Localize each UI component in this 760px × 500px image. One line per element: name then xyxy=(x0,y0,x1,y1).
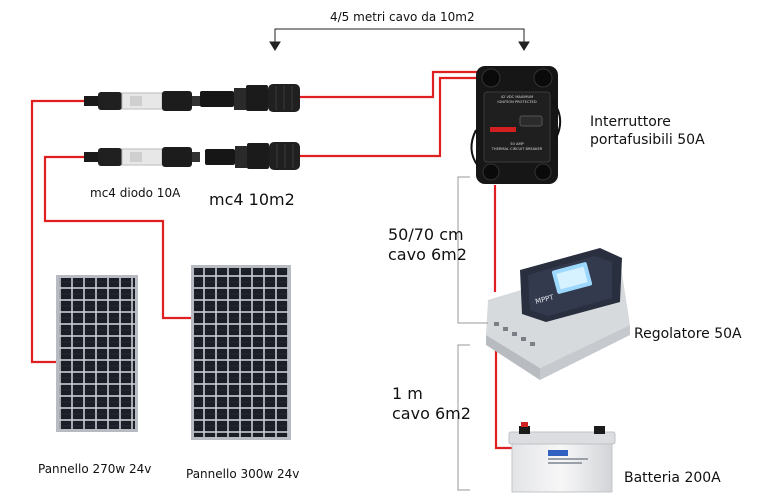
mc4-connector-1 xyxy=(200,84,300,112)
breaker-label: Interruttore portafusibili 50A xyxy=(590,114,705,148)
mc4-label: mc4 10m2 xyxy=(209,190,295,209)
breaker-amp-text: 50 AMP xyxy=(510,142,524,146)
cable-1-label: 50/70 cm cavo 6m2 xyxy=(388,225,467,264)
cable-bracket-2 xyxy=(457,344,470,491)
mc4-diode-connector-2 xyxy=(84,147,200,167)
red-wires xyxy=(30,70,512,450)
mc4-diode-label: mc4 diodo 10A xyxy=(90,186,181,200)
breaker-top2-text: IGNITION PROTECTED xyxy=(497,100,536,104)
panel-1-label: Pannello 270w 24v xyxy=(38,462,152,476)
panel-2-label: Pannello 300w 24v xyxy=(186,467,300,481)
cable-2-label: 1 m cavo 6m2 xyxy=(392,384,471,423)
regulator-label: Regolatore 50A xyxy=(634,326,742,342)
solar-panel-2 xyxy=(191,265,291,440)
cable-bracket-1 xyxy=(457,176,488,324)
mppt-regulator: MPPT xyxy=(486,248,630,380)
mc4-connector-2 xyxy=(205,142,300,170)
breaker-top-text: 42 VDC MAXIMUM xyxy=(501,95,534,99)
breaker-bottom-text: THERMAL CIRCUIT BREAKER xyxy=(491,147,543,151)
length-arrow xyxy=(269,28,530,51)
length-label: 4/5 metri cavo da 10m2 xyxy=(330,10,475,24)
circuit-breaker: 42 VDC MAXIMUM IGNITION PROTECTED 50 AMP… xyxy=(470,66,562,184)
solar-panel-1 xyxy=(56,275,138,432)
battery-label: Batteria 200A xyxy=(624,470,721,486)
battery xyxy=(508,422,616,493)
mc4-diode-connector-1 xyxy=(84,91,200,111)
